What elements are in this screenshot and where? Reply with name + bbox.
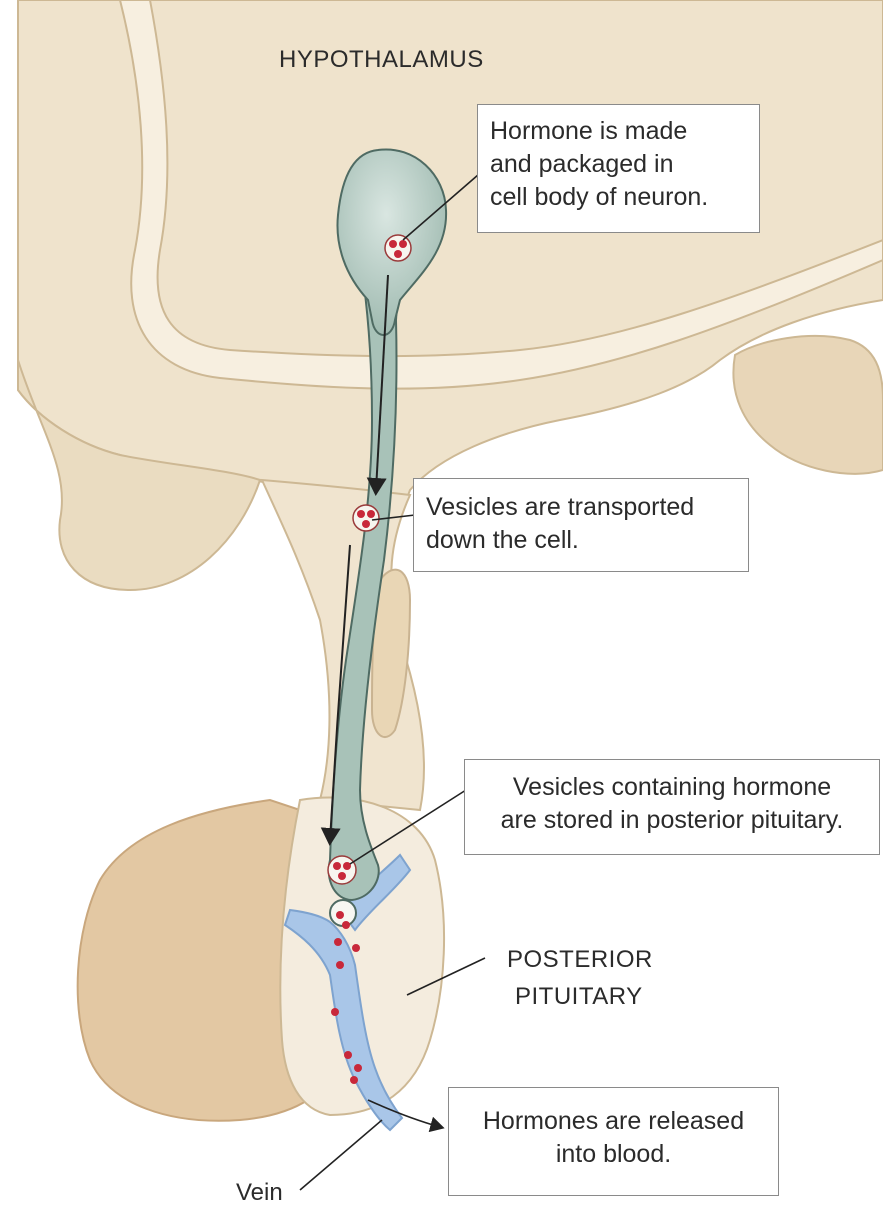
label-vein: Vein [236,1177,283,1208]
callout-released-line2: into blood. [455,1138,772,1171]
callout-released-line1: Hormones are released [455,1105,772,1138]
vesicle-soma [385,235,411,261]
callout-vesicles-stored: Vesicles containing hormone are stored i… [464,759,880,855]
callout-hormone-made: Hormone is made and packaged in cell bod… [477,104,760,233]
callout-made-line3: cell body of neuron. [490,181,749,214]
leader-vein [300,1120,382,1190]
callout-transported-line2: down the cell. [426,524,738,557]
callout-transported-line1: Vesicles are transported [426,491,738,524]
callout-stored-line1: Vesicles containing hormone [471,771,873,804]
label-posterior-line1: POSTERIOR [507,944,653,975]
callout-hormones-released: Hormones are released into blood. [448,1087,779,1196]
vesicle-axon [353,505,379,531]
right-bulge [733,336,883,474]
callout-vesicles-transported: Vesicles are transported down the cell. [413,478,749,572]
callout-stored-line2: are stored in posterior pituitary. [471,804,873,837]
callout-made-line1: Hormone is made [490,115,749,148]
label-hypothalamus: HYPOTHALAMUS [279,44,484,75]
label-posterior-line2: PITUITARY [515,981,643,1012]
vesicle-terminal [328,856,356,884]
callout-made-line2: and packaged in [490,148,749,181]
